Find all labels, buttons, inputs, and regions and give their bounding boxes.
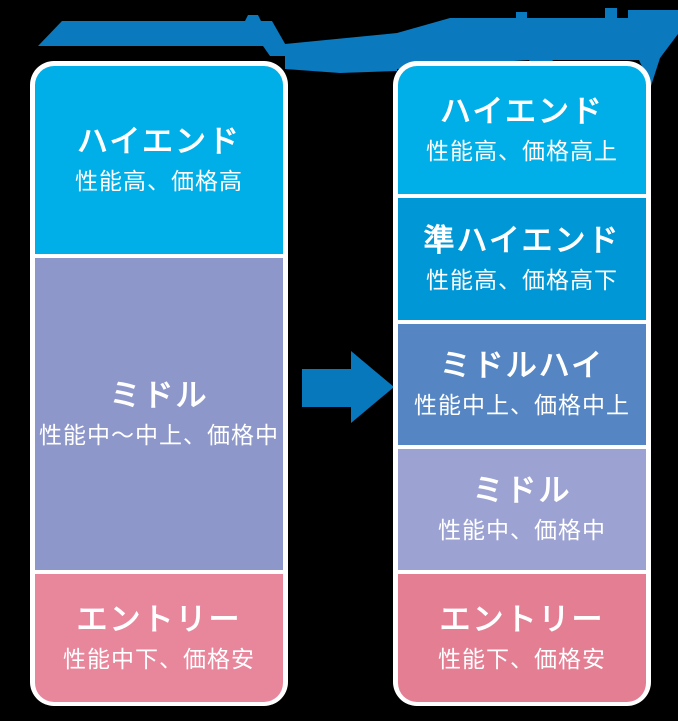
tier-subtitle: 性能高、価格高: [75, 168, 243, 195]
tier-right-entry: エントリー 性能下、価格安: [398, 574, 646, 702]
tier-title: ミドル: [109, 377, 209, 414]
tier-left-middle: ミドル 性能中〜中上、価格中: [35, 258, 283, 570]
tier-title: 準ハイエンド: [423, 222, 621, 259]
tier-subtitle: 性能下、価格安: [438, 646, 606, 673]
header-fragment-left: [38, 15, 292, 56]
tier-title: ミドル: [472, 473, 572, 509]
tier-title: エントリー: [439, 601, 605, 638]
tier-right-semi-highend: 準ハイエンド 性能高、価格高下: [398, 198, 646, 320]
header-fragment-middle: [285, 33, 397, 73]
panel-old-classification: ハイエンド 性能高、価格高 ミドル 性能中〜中上、価格中 エントリー 性能中下、…: [30, 61, 288, 706]
tier-title: エントリー: [76, 601, 242, 638]
tier-title: ハイエンド: [76, 123, 242, 160]
tier-subtitle: 性能中上、価格中上: [414, 393, 630, 419]
tier-right-middle: ミドル 性能中、価格中: [398, 449, 646, 570]
tier-subtitle: 性能高、価格高下: [426, 267, 618, 294]
tier-subtitle: 性能高、価格高上: [426, 138, 618, 165]
tier-right-highend: ハイエンド 性能高、価格高上: [398, 66, 646, 194]
tier-subtitle: 性能中下、価格安: [63, 646, 255, 673]
tier-left-entry: エントリー 性能中下、価格安: [35, 574, 283, 702]
tier-title: ミドルハイ: [439, 348, 605, 384]
right-arrow-icon: [302, 351, 394, 423]
panel-new-classification: ハイエンド 性能高、価格高上 準ハイエンド 性能高、価格高下 ミドルハイ 性能中…: [393, 61, 651, 706]
tier-subtitle: 性能中〜中上、価格中: [39, 422, 279, 449]
tier-title: ハイエンド: [439, 93, 605, 130]
tier-subtitle: 性能中、価格中: [438, 518, 606, 544]
tier-left-highend: ハイエンド 性能高、価格高: [35, 66, 283, 254]
tier-right-middle-high: ミドルハイ 性能中上、価格中上: [398, 324, 646, 445]
